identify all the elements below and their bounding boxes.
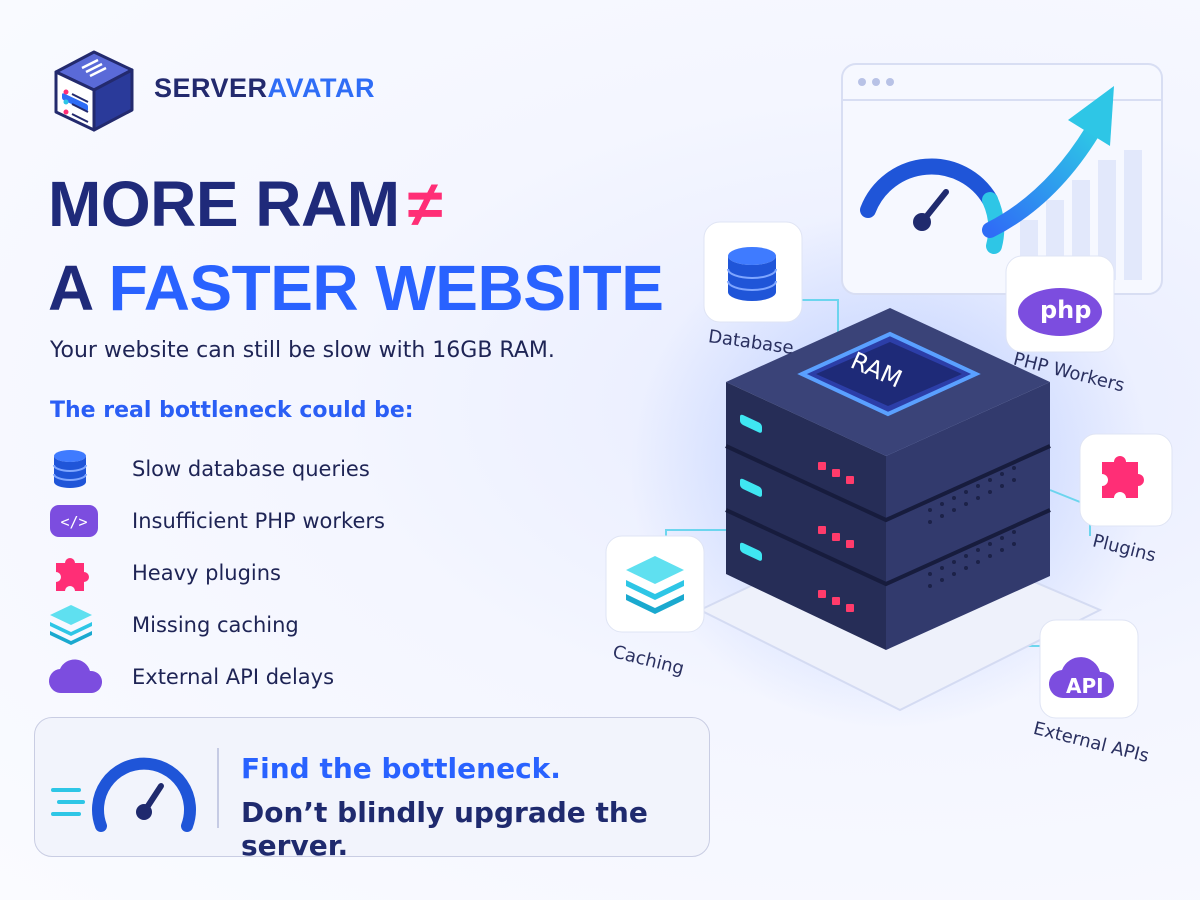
server-stack xyxy=(725,308,1051,650)
list-item-label: Missing caching xyxy=(132,613,299,637)
server-illustration: RAM php API Database PHP Workers Plugins… xyxy=(580,50,1200,810)
brand-name-part2: AVATAR xyxy=(267,72,376,103)
list-item-label: Slow database queries xyxy=(132,457,370,481)
not-equal-symbol: ≠ xyxy=(407,168,443,240)
php-badge-label: php xyxy=(1040,296,1092,324)
headline-more-ram: MORE RAM xyxy=(48,168,400,240)
headline-faster-website: FASTER WEBSITE xyxy=(108,252,664,324)
bottleneck-list: Slow database queries </> Insufficient P… xyxy=(48,443,385,703)
api-node-card xyxy=(1039,619,1139,719)
brand-name-part1: SERVER xyxy=(154,72,268,103)
layers-icon xyxy=(48,603,108,647)
list-item: Heavy plugins xyxy=(48,547,385,599)
list-item: External API delays xyxy=(48,651,385,703)
database-icon xyxy=(48,447,108,491)
headline-a: A xyxy=(48,252,92,324)
cta-divider xyxy=(217,748,219,828)
server-logo-icon xyxy=(54,50,134,132)
list-item: </> Insufficient PHP workers xyxy=(48,495,385,547)
brand-name: SERVERAVATAR xyxy=(154,73,375,104)
cloud-icon xyxy=(48,655,108,699)
growth-arrow-icon xyxy=(982,86,1114,238)
api-badge-label: API xyxy=(1066,674,1104,698)
subline: Your website can still be slow with 16GB… xyxy=(50,338,555,363)
headline: MORE RAM≠ A FASTER WEBSITE xyxy=(48,172,664,320)
cta-line2: Don’t blindly upgrade the server. xyxy=(241,796,648,862)
plugins-node-card xyxy=(1079,433,1173,527)
headline-line2: A FASTER WEBSITE xyxy=(48,256,664,320)
code-icon: </> xyxy=(48,499,108,543)
database-node-card xyxy=(703,221,803,323)
list-heading: The real bottleneck could be: xyxy=(50,398,414,423)
list-item-label: External API delays xyxy=(132,665,335,689)
cta-line1: Find the bottleneck. xyxy=(241,752,561,785)
list-item-label: Insufficient PHP workers xyxy=(132,509,385,533)
headline-line1: MORE RAM≠ xyxy=(48,172,663,236)
cta-box: Find the bottleneck. Don’t blindly upgra… xyxy=(34,717,710,862)
list-item: Missing caching xyxy=(48,599,385,651)
list-item-label: Heavy plugins xyxy=(132,561,281,585)
speedometer-icon xyxy=(51,757,196,832)
svg-text:</>: </> xyxy=(60,513,87,531)
php-node-card xyxy=(1005,255,1115,353)
caching-node-card xyxy=(605,535,705,633)
puzzle-icon xyxy=(48,551,108,595)
brand: SERVERAVATAR xyxy=(48,42,375,134)
list-item: Slow database queries xyxy=(48,443,385,495)
